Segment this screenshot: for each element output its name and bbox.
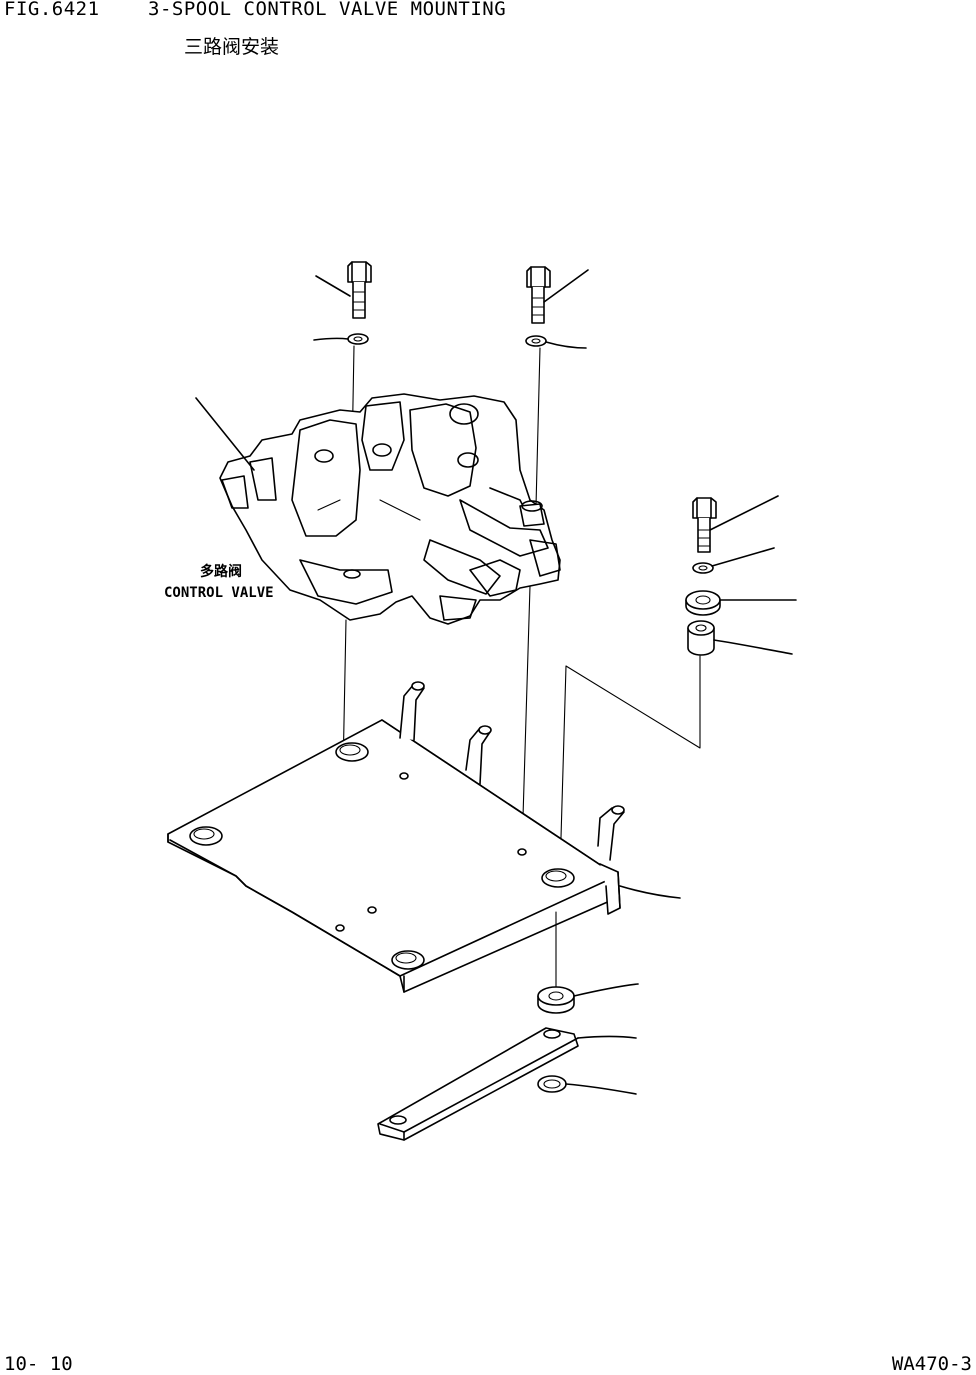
washer-right-hole bbox=[698, 565, 708, 571]
assembly-line bbox=[559, 655, 701, 873]
leader-line bbox=[573, 983, 639, 997]
assembly-line bbox=[535, 347, 541, 507]
mounting-plate bbox=[167, 681, 625, 993]
figure-title: 3-SPOOL CONTROL VALVE MOUNTING bbox=[148, 0, 507, 20]
bolt-left bbox=[347, 261, 372, 319]
washer-lower bbox=[537, 1075, 567, 1093]
control-valve-body bbox=[219, 393, 561, 625]
washer-left bbox=[347, 333, 369, 345]
bolt-right bbox=[692, 497, 717, 553]
cushion-washer-right bbox=[685, 590, 721, 616]
page-number: 10- 10 bbox=[4, 1353, 73, 1375]
bolt-center bbox=[526, 266, 551, 324]
leader-line bbox=[711, 547, 775, 567]
leader-line bbox=[565, 1083, 637, 1095]
washer-right bbox=[692, 562, 714, 574]
clamp-bar bbox=[377, 1027, 579, 1141]
leader-line bbox=[313, 337, 349, 341]
cushion-lower bbox=[537, 986, 575, 1014]
assembly-line bbox=[521, 585, 531, 851]
figure-number: FIG.6421 bbox=[4, 0, 100, 20]
leader-line bbox=[315, 275, 351, 297]
leader-line bbox=[709, 495, 779, 531]
washer-center bbox=[525, 335, 547, 347]
washer-center-hole bbox=[531, 338, 541, 344]
control-valve-label-cn: 多路阀 bbox=[200, 564, 242, 580]
model-code: WA470-3 bbox=[891, 1353, 972, 1375]
leader-line bbox=[619, 885, 681, 899]
washer-left-hole bbox=[353, 336, 363, 342]
control-valve-label-en: CONTROL VALVE bbox=[164, 585, 274, 601]
leader-line bbox=[577, 1035, 637, 1039]
leader-line bbox=[543, 269, 589, 303]
leader-line bbox=[545, 341, 587, 349]
spacer-collar-right bbox=[687, 620, 715, 656]
leader-line bbox=[713, 639, 793, 655]
figure-subtitle: 三路阀安装 bbox=[184, 36, 280, 58]
leader-line bbox=[195, 397, 255, 471]
